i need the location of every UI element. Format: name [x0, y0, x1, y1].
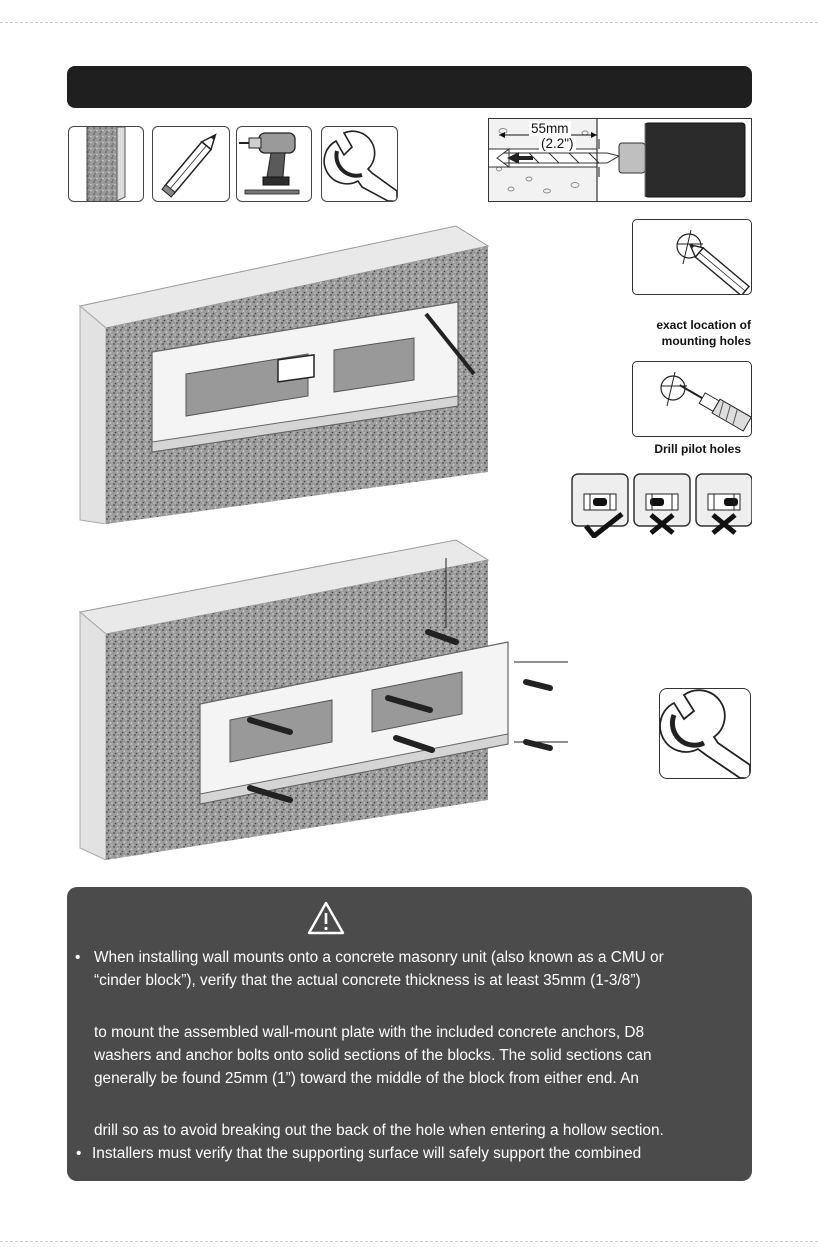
mark-caption-line1: exact location of — [656, 318, 751, 332]
mark-holes-inset — [632, 219, 752, 297]
drill-pilot-inset — [632, 361, 752, 437]
warning-line: washers and anchor bolts onto solid sect… — [94, 1047, 652, 1064]
warning-line: to mount the assembled wall-mount plate … — [94, 1024, 645, 1041]
wrench-tighten-icon — [659, 688, 751, 779]
power-drill-icon — [236, 126, 312, 202]
bullet-dot: • — [76, 1145, 82, 1162]
level-ok-check-icon — [584, 512, 624, 543]
wall-icon — [68, 126, 144, 202]
warning-line: “cinder block”), verify that the actual … — [94, 972, 641, 989]
drill-depth-in: (2.2") — [539, 136, 576, 151]
bullet-dot: • — [75, 949, 81, 966]
warning-triangle-icon — [306, 900, 346, 941]
drill-caption: Drill pilot holes — [654, 442, 741, 456]
warning-line: When installing wall mounts onto a concr… — [94, 949, 664, 966]
level-check-row — [570, 472, 753, 530]
warning-line: generally be found 25mm (1”) toward the … — [94, 1070, 639, 1087]
cut-line-bottom — [0, 1241, 818, 1242]
warning-line: drill so as to avoid breaking out the ba… — [94, 1122, 664, 1139]
pencil-icon — [152, 126, 230, 202]
wall-mark-illustration — [78, 224, 498, 525]
wrench-icon — [321, 126, 398, 202]
drill-depth-mm: 55mm — [529, 121, 571, 136]
drill-depth-diagram: 55mm (2.2") — [488, 118, 752, 202]
wall-bolt-illustration — [78, 538, 578, 861]
cut-line-top — [0, 22, 818, 23]
warning-panel: • When installing wall mounts onto a con… — [67, 887, 752, 1181]
section-header-bar — [67, 66, 752, 108]
mark-caption-line2: mounting holes — [661, 334, 751, 348]
level-bad-cross-icon — [648, 512, 676, 541]
level-bad-cross-icon — [710, 512, 738, 541]
warning-line: Installers must verify that the supporti… — [92, 1145, 642, 1162]
